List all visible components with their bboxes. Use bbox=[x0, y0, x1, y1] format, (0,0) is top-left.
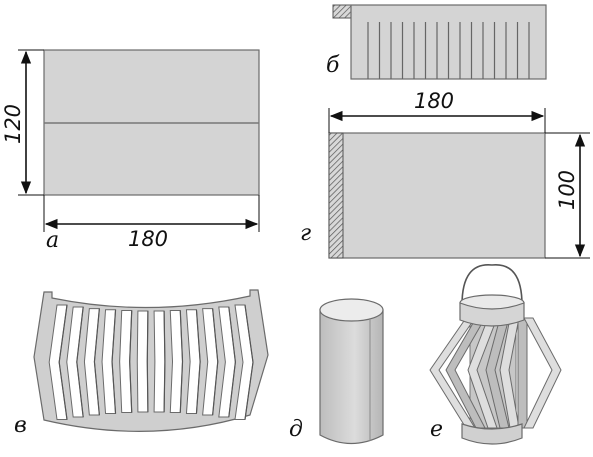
panel-v-slat-edge bbox=[58, 304, 68, 420]
panel-d-label: д bbox=[289, 417, 303, 442]
panel-v-slat-edge bbox=[129, 310, 133, 413]
panel-g-width-dim: 180 bbox=[414, 89, 454, 113]
panel-v-slot bbox=[185, 309, 201, 415]
panel-v-slat-edge bbox=[146, 310, 149, 413]
panel-d-cylinder-body bbox=[319, 309, 384, 444]
panel-d-cylinder-top bbox=[319, 298, 384, 322]
panel-g-sheet bbox=[328, 132, 546, 259]
panel-d: д bbox=[289, 298, 384, 444]
panel-v-slat-edge bbox=[228, 306, 236, 418]
panel-a: 120 180 а bbox=[1, 49, 260, 253]
panel-e-label: е bbox=[430, 417, 443, 442]
panel-a-width-dim: 180 bbox=[128, 227, 168, 251]
panel-g-label: г bbox=[300, 221, 311, 246]
panel-e-slat bbox=[517, 317, 528, 429]
panel-b: б bbox=[326, 4, 547, 80]
panel-a-label: а bbox=[46, 228, 59, 253]
panel-v-slat-edge bbox=[163, 310, 166, 413]
panel-b-cuts bbox=[367, 22, 530, 79]
panel-v-slat-edge bbox=[179, 310, 184, 413]
panel-v-slot bbox=[66, 306, 84, 418]
panel-v-slat-edge bbox=[212, 308, 219, 416]
panel-v-slot bbox=[153, 310, 166, 413]
panel-v-slot bbox=[101, 309, 117, 415]
panel-v-slats bbox=[48, 304, 254, 420]
panel-e-slats bbox=[429, 317, 562, 429]
panel-e-top-ring-band bbox=[459, 302, 525, 327]
panel-g: 180 100 г bbox=[300, 89, 590, 259]
panel-g-height-dim: 100 bbox=[555, 170, 579, 210]
panel-b-glue-flap bbox=[332, 4, 352, 19]
panel-b-label: б bbox=[326, 53, 340, 78]
panel-e-bottom-ring bbox=[461, 423, 523, 445]
panel-v-slot bbox=[136, 310, 149, 413]
panel-v-slat-edge bbox=[93, 308, 100, 416]
panel-g-glue-strip bbox=[328, 132, 344, 259]
panel-v-slat-edge bbox=[111, 309, 117, 414]
panel-v-slot bbox=[218, 306, 236, 418]
panel-e-handle bbox=[461, 264, 523, 306]
panel-a-height-dim: 120 bbox=[1, 104, 25, 144]
panel-v-slat-edge bbox=[195, 309, 201, 414]
panel-e: е bbox=[429, 264, 562, 445]
panel-v-label: в bbox=[14, 413, 27, 438]
panel-v-slat-edge bbox=[244, 304, 254, 420]
panel-v-slat-edge bbox=[76, 306, 84, 418]
panel-v: в bbox=[14, 289, 269, 438]
panel-e-slat bbox=[523, 317, 562, 429]
